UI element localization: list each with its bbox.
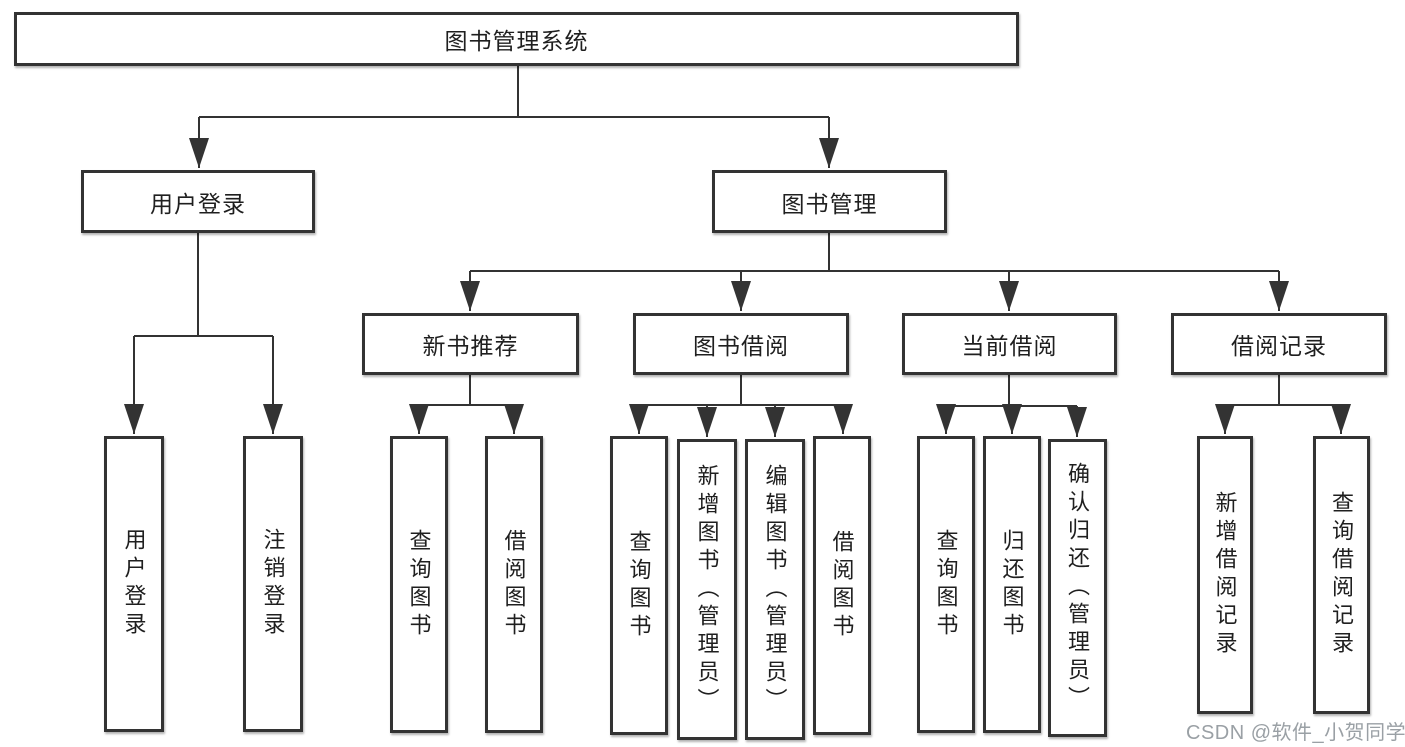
leaf-query-books-recommend: 查询图书: [390, 436, 448, 733]
node-label: 新增图书（管理员）: [694, 463, 720, 716]
node-label: 用户登录: [150, 190, 246, 217]
node-label: 编辑图书（管理员）: [762, 463, 788, 716]
node-label: 图书管理系统: [444, 28, 589, 54]
leaf-add-book-admin: 新增图书（管理员）: [677, 439, 737, 740]
node-label: 借阅图书: [829, 529, 855, 642]
node-label: 查询图书: [406, 528, 432, 641]
node-borrowing-records: 借阅记录: [1171, 313, 1387, 375]
node-new-book-recommendation: 新书推荐: [362, 313, 579, 375]
leaf-query-borrow-record: 查询借阅记录: [1313, 436, 1370, 714]
leaf-confirm-return-admin: 确认归还（管理员）: [1048, 439, 1107, 737]
node-label: 确认归还（管理员）: [1065, 462, 1091, 714]
leaf-logout: 注销登录: [243, 436, 303, 732]
node-label: 注销登录: [260, 528, 286, 640]
node-label: 图书管理: [781, 190, 878, 217]
node-library-management-system: 图书管理系统: [14, 12, 1019, 66]
node-label: 查询借阅记录: [1329, 491, 1355, 659]
node-label: 当前借阅: [961, 333, 1058, 359]
leaf-return-book: 归还图书: [983, 436, 1041, 733]
node-label: 用户登录: [121, 528, 147, 640]
leaf-user-login: 用户登录: [104, 436, 164, 732]
node-current-borrowing: 当前借阅: [902, 313, 1117, 375]
node-label: 查询图书: [626, 529, 652, 642]
leaf-borrow-books-recommend: 借阅图书: [485, 436, 543, 733]
leaf-query-books-borrowing: 查询图书: [610, 436, 668, 735]
node-book-borrowing: 图书借阅: [633, 313, 849, 375]
node-user-login: 用户登录: [81, 170, 315, 233]
leaf-edit-book-admin: 编辑图书（管理员）: [745, 439, 805, 740]
node-label: 查询图书: [933, 528, 959, 641]
leaf-borrow-books-borrowing: 借阅图书: [813, 436, 871, 735]
leaf-query-books-current: 查询图书: [917, 436, 975, 733]
node-label: 借阅图书: [501, 528, 527, 641]
watermark: CSDN @软件_小贺同学: [1186, 722, 1405, 744]
node-label: 新书推荐: [422, 333, 519, 359]
node-label: 归还图书: [999, 528, 1025, 641]
leaf-add-borrow-record: 新增借阅记录: [1197, 436, 1253, 714]
node-label: 图书借阅: [693, 333, 789, 359]
node-book-management: 图书管理: [712, 170, 947, 233]
node-label: 借阅记录: [1231, 333, 1327, 359]
node-label: 新增借阅记录: [1212, 491, 1238, 659]
